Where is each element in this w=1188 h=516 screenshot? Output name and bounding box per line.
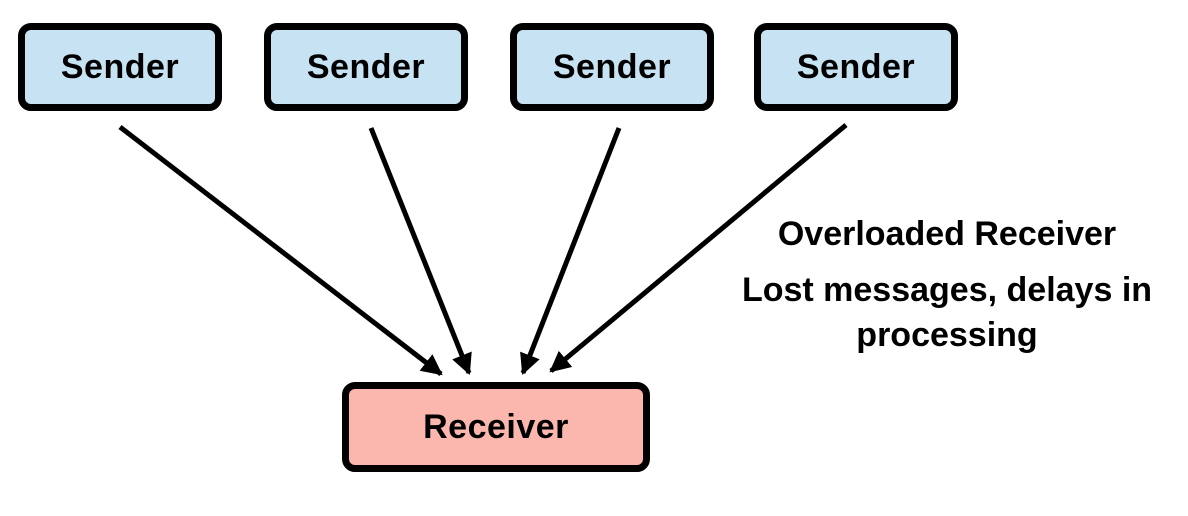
- annotation-title: Overloaded Receiver: [777, 215, 1117, 253]
- annotation-block: Overloaded Receiver Lost messages, delay…: [712, 212, 1182, 358]
- sender-node-2: Sender: [264, 23, 468, 111]
- sender-node-3: Sender: [510, 23, 714, 111]
- annotation-subtitle: Lost messages, delays in processing: [741, 270, 1153, 354]
- sender-node-3-label: Sender: [552, 47, 672, 86]
- arrow-sender3-to-receiver: [520, 127, 622, 375]
- sender-node-4: Sender: [754, 23, 958, 111]
- receiver-node-label: Receiver: [423, 407, 569, 446]
- arrow-sender2-to-receiver: [368, 127, 472, 375]
- sender-node-1-label: Sender: [60, 47, 180, 86]
- arrow-sender1-to-receiver: [118, 125, 443, 376]
- sender-node-2-label: Sender: [306, 47, 426, 86]
- sender-node-4-label: Sender: [796, 47, 916, 86]
- receiver-node: Receiver: [342, 382, 650, 472]
- sender-node-1: Sender: [18, 23, 222, 111]
